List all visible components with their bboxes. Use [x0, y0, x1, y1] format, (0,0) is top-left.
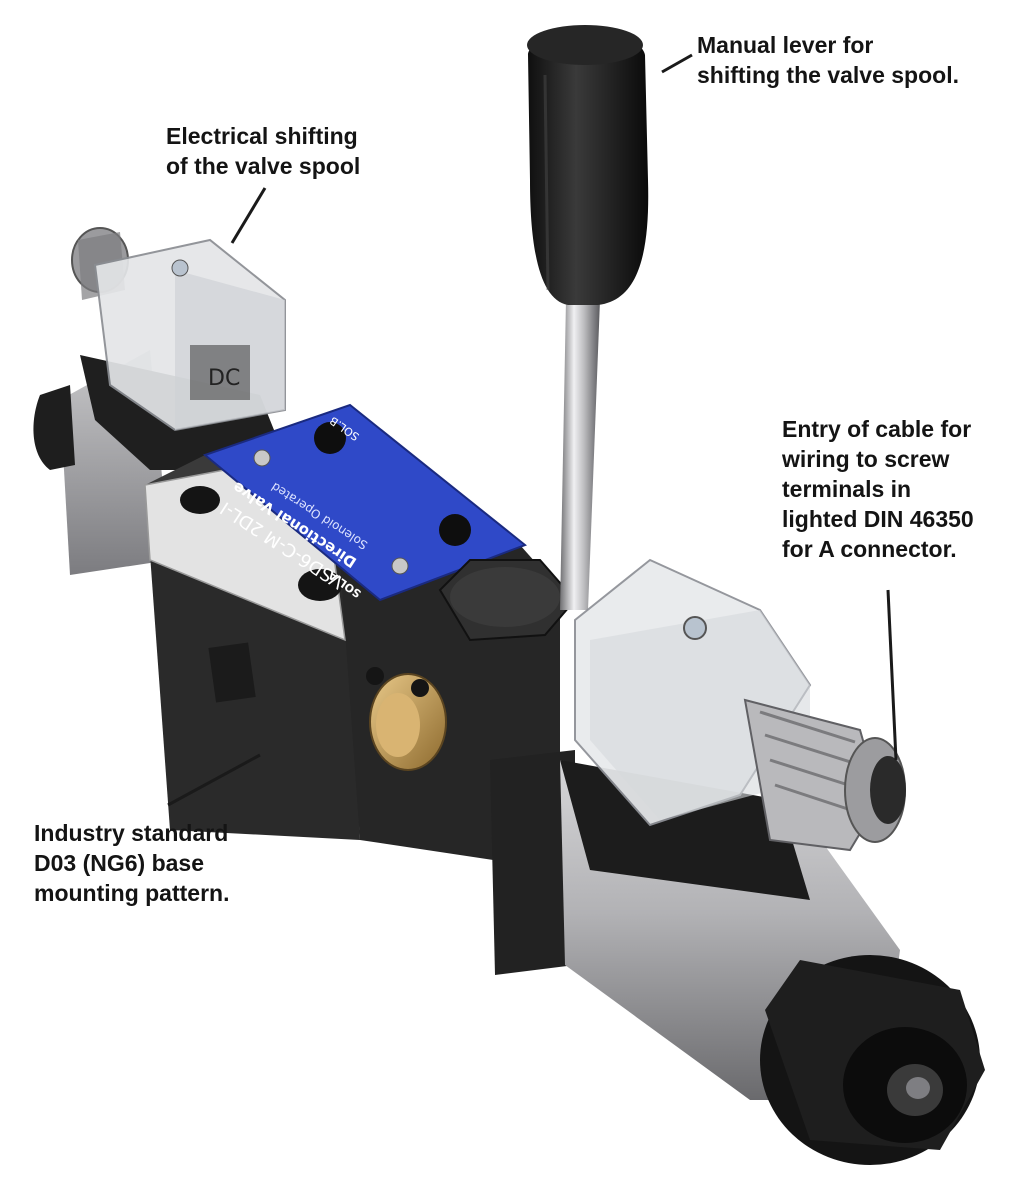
callout-electrical-shifting: Electrical shifting of the valve spool [166, 121, 360, 181]
right-din-connector [574, 558, 906, 852]
callout-line: lighted DIN 46350 [782, 506, 974, 532]
coil-dc-label: DC [208, 366, 240, 391]
callout-line: Manual lever for [697, 32, 874, 58]
callout-base-pattern: Industry standard D03 (NG6) base mountin… [34, 818, 229, 908]
callout-line: mounting pattern. [34, 880, 230, 906]
callout-line: for A connector. [782, 536, 957, 562]
callout-line: shifting the valve spool. [697, 62, 959, 88]
callout-cable-entry: Entry of cable for wiring to screw termi… [782, 414, 974, 564]
leader-line-manual [661, 53, 693, 74]
callout-line: Entry of cable for [782, 416, 972, 442]
callout-line: wiring to screw [782, 446, 950, 472]
callout-line: D03 (NG6) base [34, 850, 205, 876]
brass-adjuster [366, 667, 447, 771]
right-end-cap [760, 955, 985, 1165]
callout-manual-lever: Manual lever for shifting the valve spoo… [697, 30, 959, 90]
callout-lines [167, 53, 898, 807]
callout-line: Industry standard [34, 820, 229, 846]
manual-lever [527, 25, 649, 610]
leader-line-industry [167, 753, 261, 807]
left-din-connector: DC [71, 227, 286, 432]
leader-line-electrical [230, 187, 267, 244]
callout-line: terminals in [782, 476, 912, 502]
hex-plug [438, 559, 577, 642]
leader-line-entry [886, 589, 898, 761]
callout-line: of the valve spool [166, 153, 361, 179]
callout-line: Electrical shifting [166, 123, 358, 149]
